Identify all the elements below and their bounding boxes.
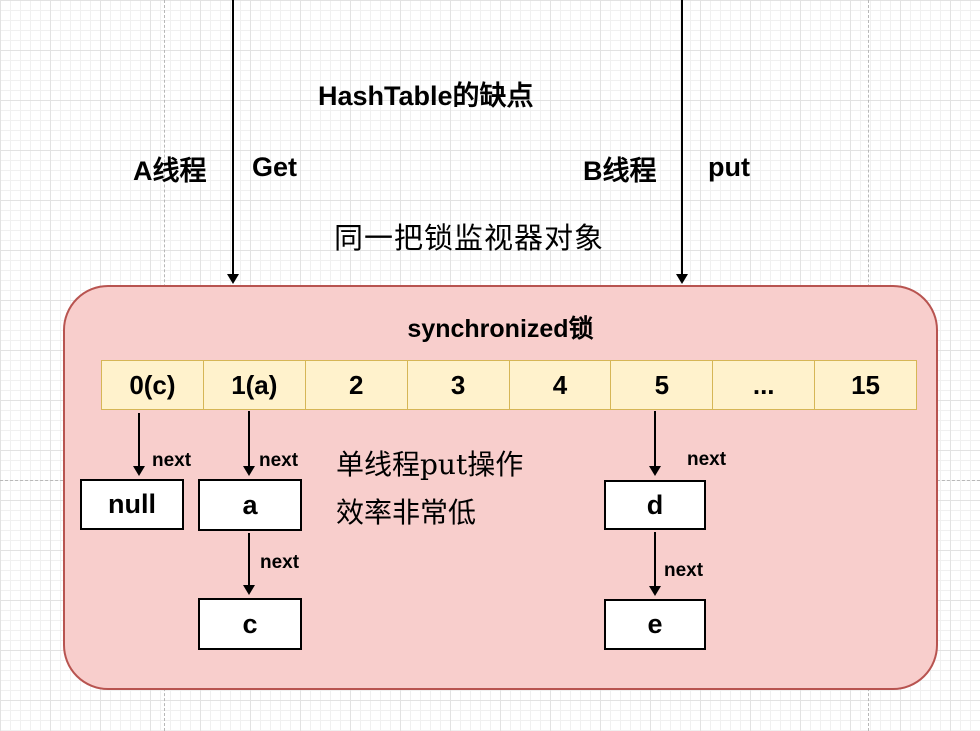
bucket-cell-0: 0(c) — [101, 360, 204, 410]
next-label-1: next — [152, 450, 192, 471]
bucket5-next-arrow — [649, 411, 661, 476]
arrow-shaft — [248, 411, 250, 467]
arrow-down-icon — [676, 274, 688, 284]
arrow-shaft — [654, 532, 656, 587]
thread-b-label: B线程 — [583, 156, 657, 186]
thread-b-arrow — [676, 0, 688, 284]
arrow-down-icon — [133, 466, 145, 476]
diagram-title: HashTable的缺点 — [318, 81, 534, 111]
a-to-c-next-arrow — [243, 533, 255, 595]
bucket-cell-4: 4 — [508, 360, 612, 410]
arrow-shaft — [138, 413, 140, 467]
node-d: d — [604, 480, 706, 530]
arrow-down-icon — [243, 466, 255, 476]
synchronized-lock-container — [63, 285, 938, 690]
next-label-3: next — [260, 552, 300, 573]
thread-a-arrow — [227, 0, 239, 284]
bucket-cell-3: 3 — [406, 360, 510, 410]
next-label-2: next — [259, 450, 299, 471]
note-line-2: 效率非常低 — [336, 496, 477, 529]
thread-a-action-label: Get — [252, 152, 298, 182]
bucket-cell-1: 1(a) — [202, 360, 306, 410]
arrow-down-icon — [649, 586, 661, 596]
arrow-down-icon — [227, 274, 239, 284]
thread-b-action-label: put — [708, 152, 750, 182]
bucket-array-row: 0(c) 1(a) 2 3 4 5 ... 15 — [101, 360, 917, 410]
node-a: a — [198, 479, 302, 531]
node-null: null — [80, 479, 184, 530]
note-line-1: 单线程put操作 — [336, 448, 524, 481]
arrow-shaft — [681, 0, 683, 275]
monitor-note: 同一把锁监视器对象 — [334, 221, 605, 255]
bucket-cell-ellipsis: ... — [712, 360, 816, 410]
bucket-cell-15: 15 — [814, 360, 917, 410]
arrow-shaft — [654, 411, 656, 467]
bucket0-next-arrow — [133, 413, 145, 476]
arrow-down-icon — [243, 585, 255, 595]
synchronized-lock-title: synchronized锁 — [407, 315, 594, 343]
bucket-cell-2: 2 — [304, 360, 408, 410]
arrow-shaft — [232, 0, 234, 275]
bucket1-next-arrow — [243, 411, 255, 476]
d-to-e-next-arrow — [649, 532, 661, 596]
thread-a-label: A线程 — [133, 156, 207, 186]
arrow-down-icon — [649, 466, 661, 476]
node-e: e — [604, 599, 706, 650]
next-label-4: next — [687, 449, 727, 470]
next-label-5: next — [664, 560, 704, 581]
arrow-shaft — [248, 533, 250, 586]
node-c: c — [198, 598, 302, 650]
bucket-cell-5: 5 — [610, 360, 714, 410]
